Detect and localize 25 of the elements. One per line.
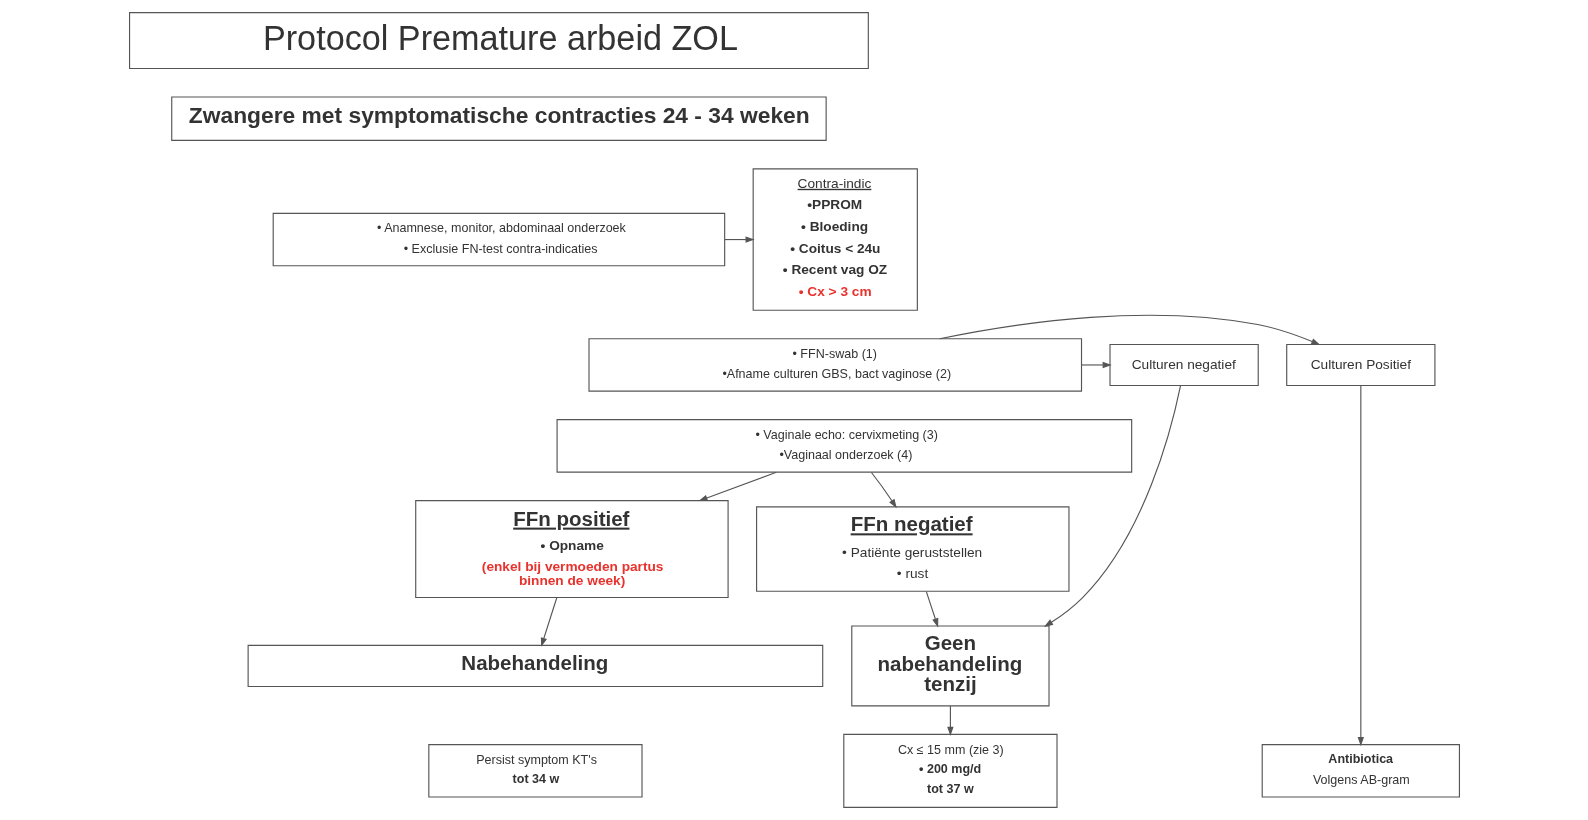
arrow [946, 705, 954, 736]
arrow [938, 314, 1320, 345]
arrow [870, 471, 897, 509]
node-box: Culturen negatief [1108, 343, 1259, 387]
node-box: Zwangere met symptomatische contracties 24 - 34 weken [170, 96, 827, 141]
node-box: Persist symptom KT's tot 34 w [427, 744, 643, 798]
node-box: Antibiotica Volgens AB-gram [1261, 744, 1460, 798]
node-box: • FFN-swab (1) •Afname culturen GBS, bact vaginose (2) [587, 338, 1082, 392]
arrow [1043, 385, 1181, 627]
arrow [698, 471, 777, 502]
node-box: FFn negatief • Patiënte geruststellen • rust [755, 506, 1070, 592]
node-box: FFn positief • Opname (enkel bij vermoeden partus binnen de week) [414, 500, 729, 599]
node-box: Culturen Positief [1285, 343, 1435, 387]
node-box: • Anamnese, monitor, abdominaal onderzoek • Exclusie FN-test contra-indicaties [272, 212, 725, 267]
arrow [1080, 361, 1112, 369]
node-box: Contra-indic •PPROM • Bloeding • Coitus < 24u • Recent vag OZ • Cx > 3 cm [752, 168, 918, 311]
arrow [1357, 385, 1364, 747]
arrow [540, 597, 557, 647]
arrow [723, 236, 755, 243]
arrow [925, 591, 938, 628]
node-box: • Vaginale echo: cervixmeting (3) •Vaginaal onderzoek (4) [556, 419, 1132, 473]
node-box: Protocol Premature arbeid ZOL [128, 12, 869, 70]
node-box: Nabehandeling [247, 644, 823, 688]
node-box: Geen nabehandeling tenzij [850, 625, 1050, 707]
node-box: Cx ≤ 15 mm (zie 3) • 200 mg/d tot 37 w [842, 733, 1058, 808]
